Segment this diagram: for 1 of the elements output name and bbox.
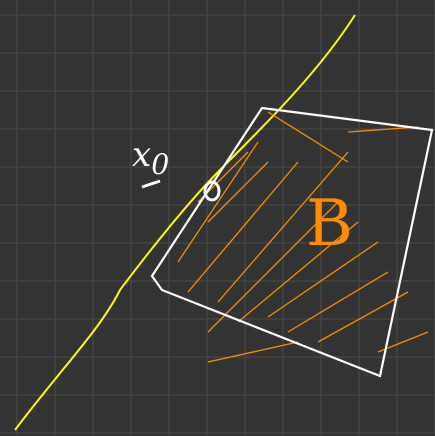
point-label: x$_{0}$ [132, 138, 170, 180]
